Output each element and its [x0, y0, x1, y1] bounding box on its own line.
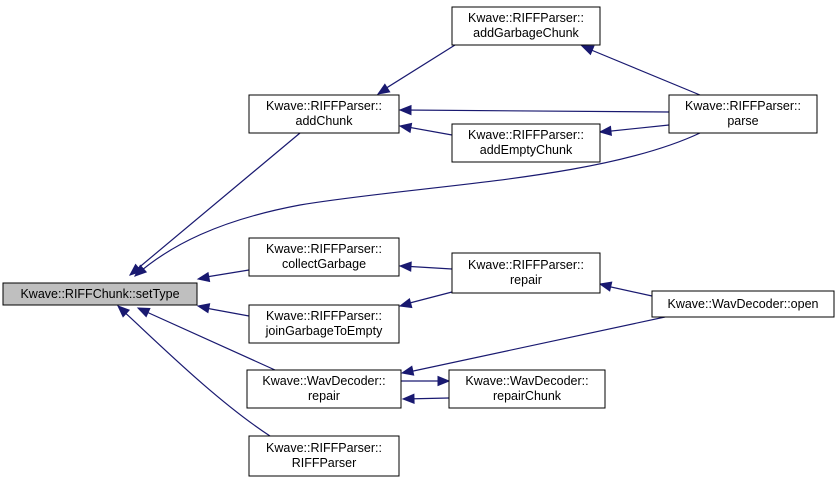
node-addchunk[interactable]: Kwave::RIFFParser:: addChunk — [248, 94, 400, 134]
node-settype-label: Kwave::RIFFChunk::setType — [20, 287, 179, 301]
edge-wavrepair-to-settype — [136, 307, 276, 371]
node-joingarbage-label-2: joinGarbageToEmpty — [265, 324, 383, 338]
node-rparser-repair-label-2: repair — [510, 273, 542, 287]
edge-addgarbage-to-addchunk — [376, 44, 456, 95]
edge-parse-to-settype — [134, 132, 701, 277]
node-parse-label-2: parse — [727, 114, 758, 128]
edge-join-to-settype — [196, 303, 250, 317]
node-repairchunk[interactable]: Kwave::WavDecoder:: repairChunk — [448, 369, 606, 409]
node-addempty-label-1: Kwave::RIFFParser:: — [468, 128, 584, 142]
edges-layer — [117, 44, 701, 437]
node-wavopen-label: Kwave::WavDecoder::open — [667, 297, 818, 311]
node-addgarbage-label-2: addGarbageChunk — [473, 26, 579, 40]
node-parse[interactable]: Kwave::RIFFParser:: parse — [668, 94, 818, 134]
edge-parse-to-addgarbage — [580, 45, 701, 96]
node-settype[interactable]: Kwave::RIFFChunk::setType — [2, 282, 198, 306]
node-addempty-label-2: addEmptyChunk — [480, 143, 573, 157]
edge-rparser_repair-to-collect — [398, 261, 453, 272]
node-wavrepair-label-1: Kwave::WavDecoder:: — [262, 374, 385, 388]
node-riffparser-ctor[interactable]: Kwave::RIFFParser:: RIFFParser — [248, 435, 400, 477]
node-parse-label-1: Kwave::RIFFParser:: — [685, 99, 801, 113]
edge-addempty-to-addchunk — [398, 122, 453, 136]
node-addchunk-label-1: Kwave::RIFFParser:: — [266, 99, 382, 113]
edge-parse-to-addempty — [598, 124, 670, 137]
node-rparser-repair-label-1: Kwave::RIFFParser:: — [468, 258, 584, 272]
edge-rparser_repair-to-join — [398, 291, 453, 309]
node-joingarbage-label-1: Kwave::RIFFParser:: — [266, 309, 382, 323]
edge-wavopen-to-rparser_repair — [598, 281, 653, 297]
node-repairchunk-label-2: repairChunk — [493, 389, 562, 403]
node-collectgarbage-label-2: collectGarbage — [282, 257, 366, 271]
node-collectgarbage-label-1: Kwave::RIFFParser:: — [266, 242, 382, 256]
edge-ctor-to-settype — [117, 305, 271, 437]
node-addgarbage[interactable]: Kwave::RIFFParser:: addGarbageChunk — [451, 6, 601, 46]
node-addgarbage-label-1: Kwave::RIFFParser:: — [468, 11, 584, 25]
edge-wavrepair-to-repairchunk — [401, 375, 451, 387]
node-rparser-repair[interactable]: Kwave::RIFFParser:: repair — [451, 252, 601, 294]
node-wavrepair[interactable]: Kwave::WavDecoder:: repair — [246, 369, 402, 409]
edge-wavopen-to-wavrepair — [400, 316, 666, 376]
node-wavrepair-label-2: repair — [308, 389, 340, 403]
edge-collect-to-settype — [196, 269, 250, 283]
edge-parse-to-addchunk — [398, 104, 670, 116]
node-addchunk-label-2: addChunk — [296, 114, 354, 128]
node-addempty[interactable]: Kwave::RIFFParser:: addEmptyChunk — [451, 123, 601, 163]
node-riffparser-ctor-label-1: Kwave::RIFFParser:: — [266, 441, 382, 455]
node-repairchunk-label-1: Kwave::WavDecoder:: — [465, 374, 588, 388]
edge-repairchunk-to-wavrepair — [401, 393, 450, 404]
node-joingarbage[interactable]: Kwave::RIFFParser:: joinGarbageToEmpty — [248, 304, 400, 344]
node-collectgarbage[interactable]: Kwave::RIFFParser:: collectGarbage — [248, 237, 400, 277]
node-riffparser-ctor-label-2: RIFFParser — [292, 456, 357, 470]
node-wavopen[interactable]: Kwave::WavDecoder::open — [651, 290, 835, 318]
